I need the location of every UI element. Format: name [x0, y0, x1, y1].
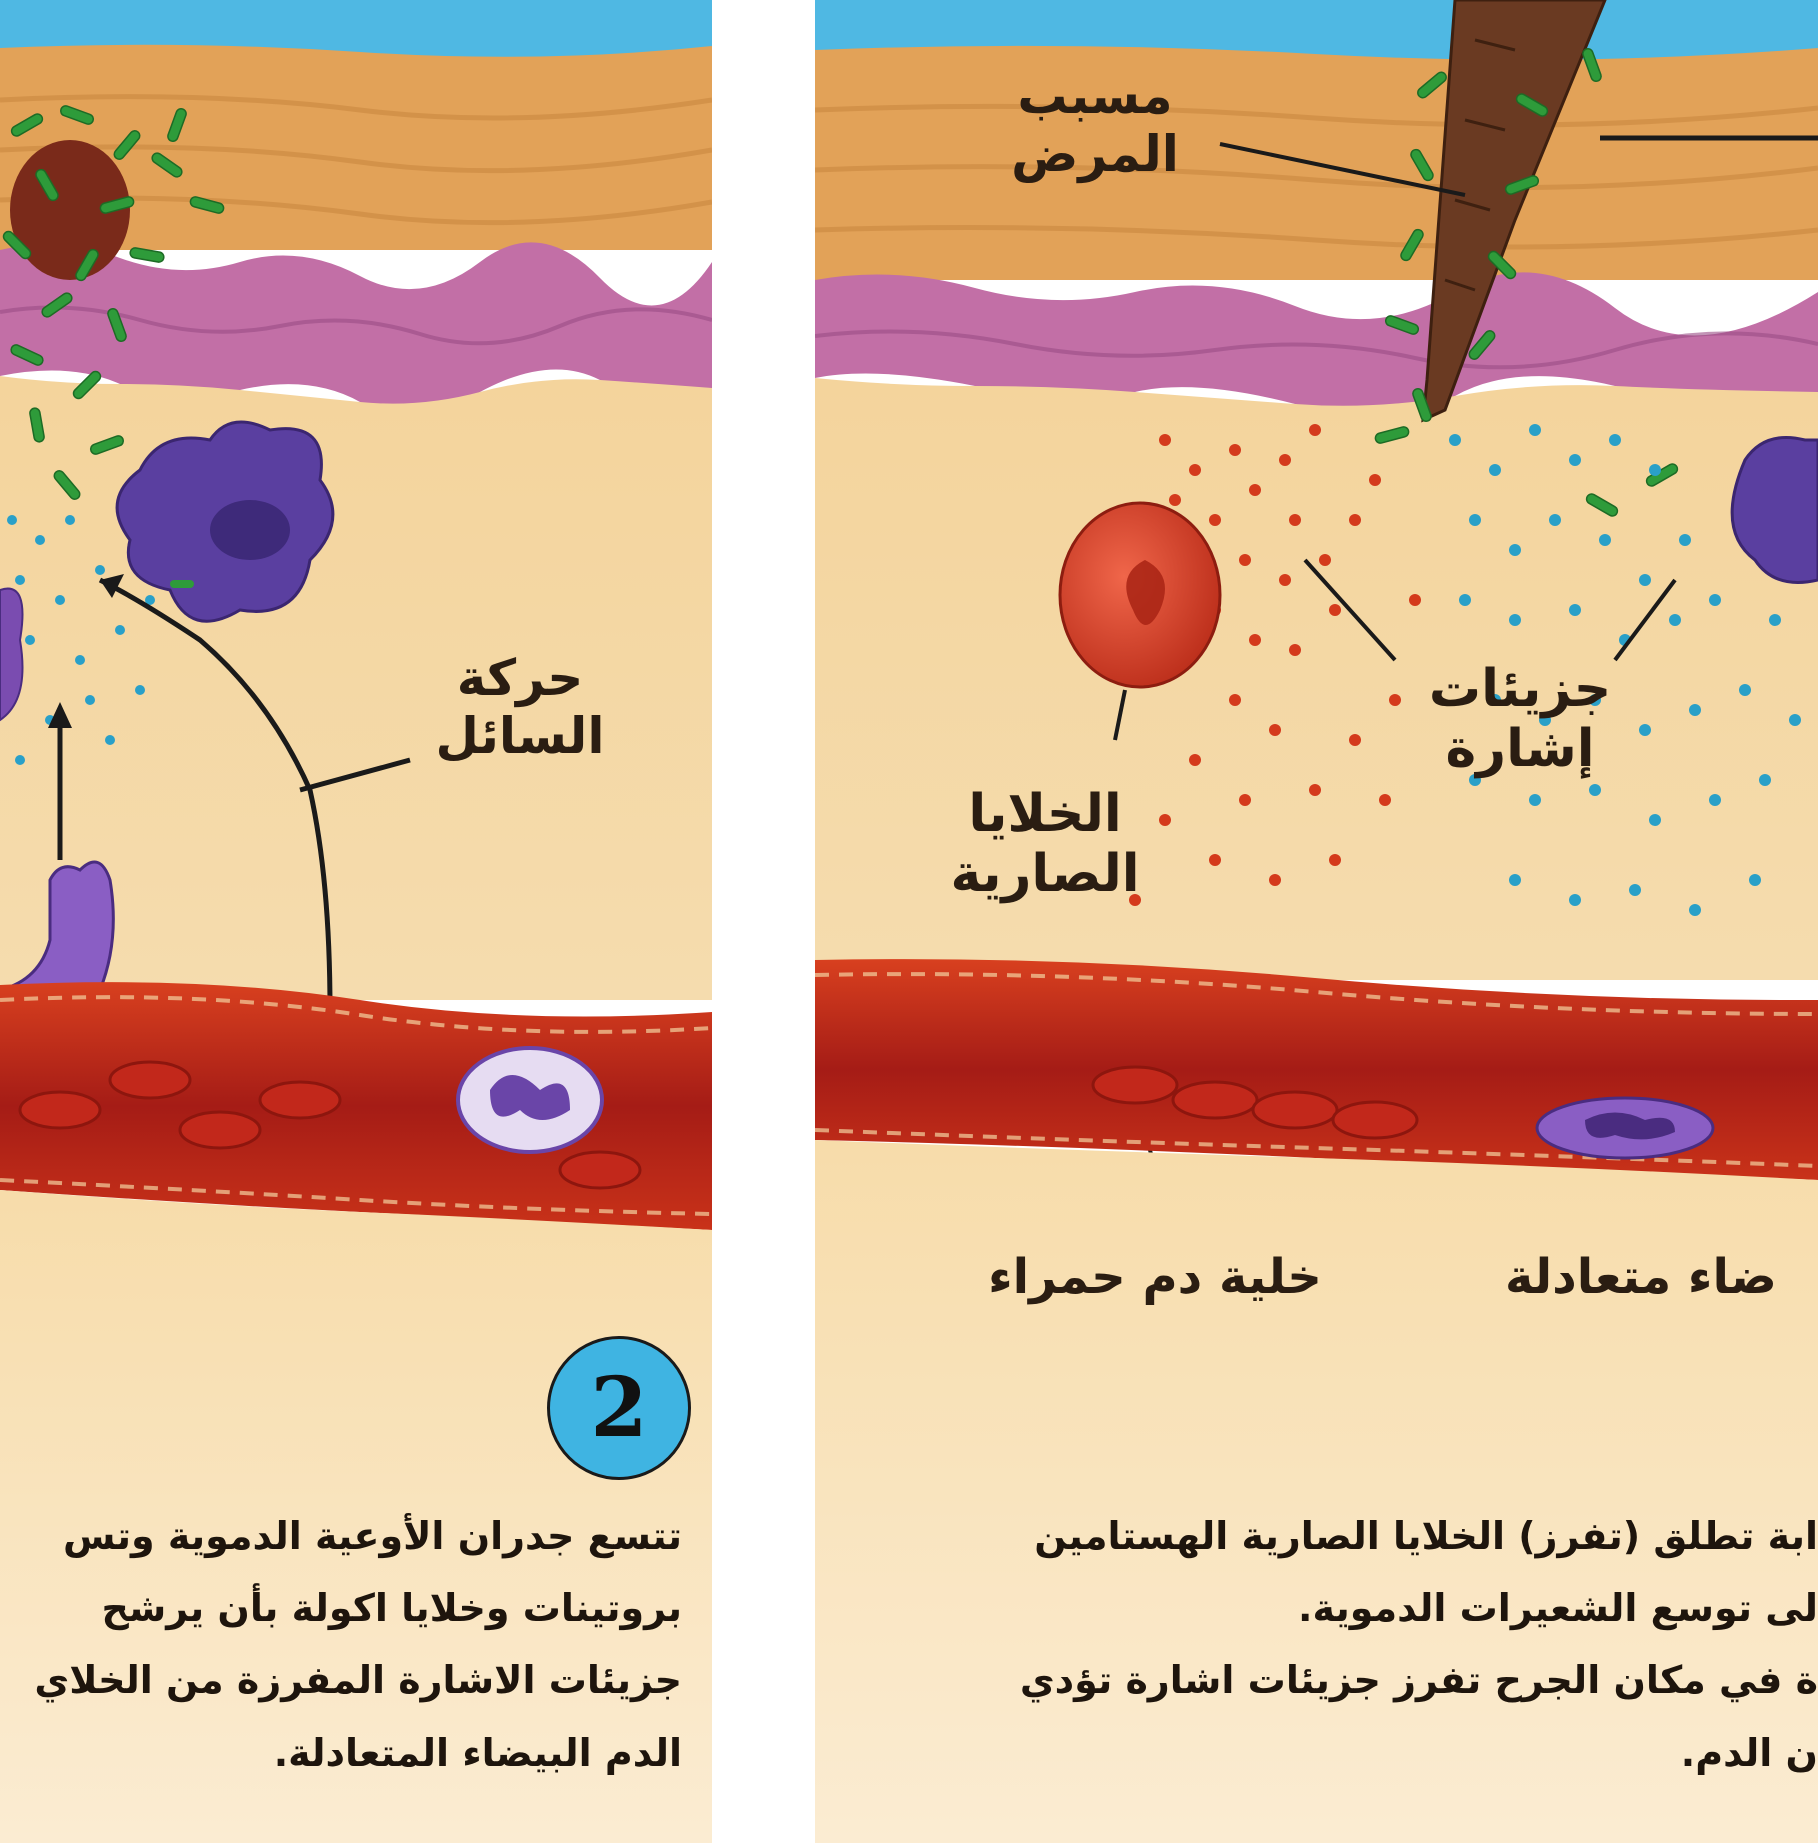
arrow-head-1 — [100, 574, 124, 598]
right-panel-illustration — [815, 0, 1818, 1843]
right-caption: ابة تطلق (تفرز) الخلايا الصارية الهستامي… — [910, 1500, 1818, 1789]
right-caption-line-1: ابة تطلق (تفرز) الخلايا الصارية الهستامي… — [1034, 1514, 1818, 1558]
lower-tissue — [0, 1190, 712, 1843]
panel-step-2: حركة السائل 2 تتسع جدران الأوعية الدموية… — [0, 0, 712, 1843]
left-caption-line-2: بروتينات وخلايا اكولة بأن يرشح — [101, 1586, 682, 1631]
label-mast-cells: الخلايا الصارية — [950, 784, 1140, 904]
bacteria-cluster — [1374, 47, 1679, 517]
label-pathogen: مسبب المرض — [1011, 67, 1179, 183]
right-caption-line-4: ن الدم. — [1680, 1730, 1818, 1775]
bacteria-cluster — [2, 105, 225, 500]
right-caption-line-3: ة في مكان الجرح تفرز جزيئات اشارة تؤدي — [1019, 1658, 1818, 1703]
left-caption-line-1: تتسع جدران الأوعية الدموية وتس — [63, 1514, 682, 1558]
left-caption: تتسع جدران الأوعية الدموية وتس بروتينات … — [0, 1500, 682, 1789]
left-panel-illustration — [0, 0, 712, 1843]
arrow-head-2 — [48, 702, 72, 728]
label-signal-molecules: جزيئات إشارة — [1428, 659, 1612, 779]
phagocyte-nucleus — [210, 500, 290, 560]
left-caption-line-4: الدم البيضاء المتعادلة. — [273, 1730, 682, 1775]
right-caption-line-2: لى توسع الشعيرات الدموية. — [1298, 1586, 1818, 1631]
dermis-band — [0, 242, 712, 414]
label-neutrophil: ضاء متعادلة — [1505, 1249, 1777, 1305]
red-blood-cells — [18, 1060, 642, 1190]
panel-step-1: مسبب المرض جزيئات إشارة الخلايا الصارية … — [815, 0, 1818, 1843]
label-red-blood-cell: خلية دم حمراء — [988, 1249, 1322, 1305]
label-fluid-movement: حركة السائل — [435, 649, 605, 765]
left-caption-line-3: جزيئات الاشارة المفرزة من الخلاي — [34, 1658, 682, 1703]
fluid-arrows — [57, 577, 411, 1011]
step-number-badge: 2 — [547, 1336, 691, 1480]
signal-dots-blue — [1449, 424, 1811, 916]
red-blood-cells — [1091, 1065, 1419, 1140]
blood-vessel — [0, 982, 712, 1230]
phagocyte-cell — [1730, 436, 1818, 584]
connective-tissue — [815, 378, 1818, 980]
lower-tissue — [815, 1140, 1818, 1843]
neutrophil-emerging — [0, 587, 24, 722]
splinter — [1421, 0, 1607, 423]
